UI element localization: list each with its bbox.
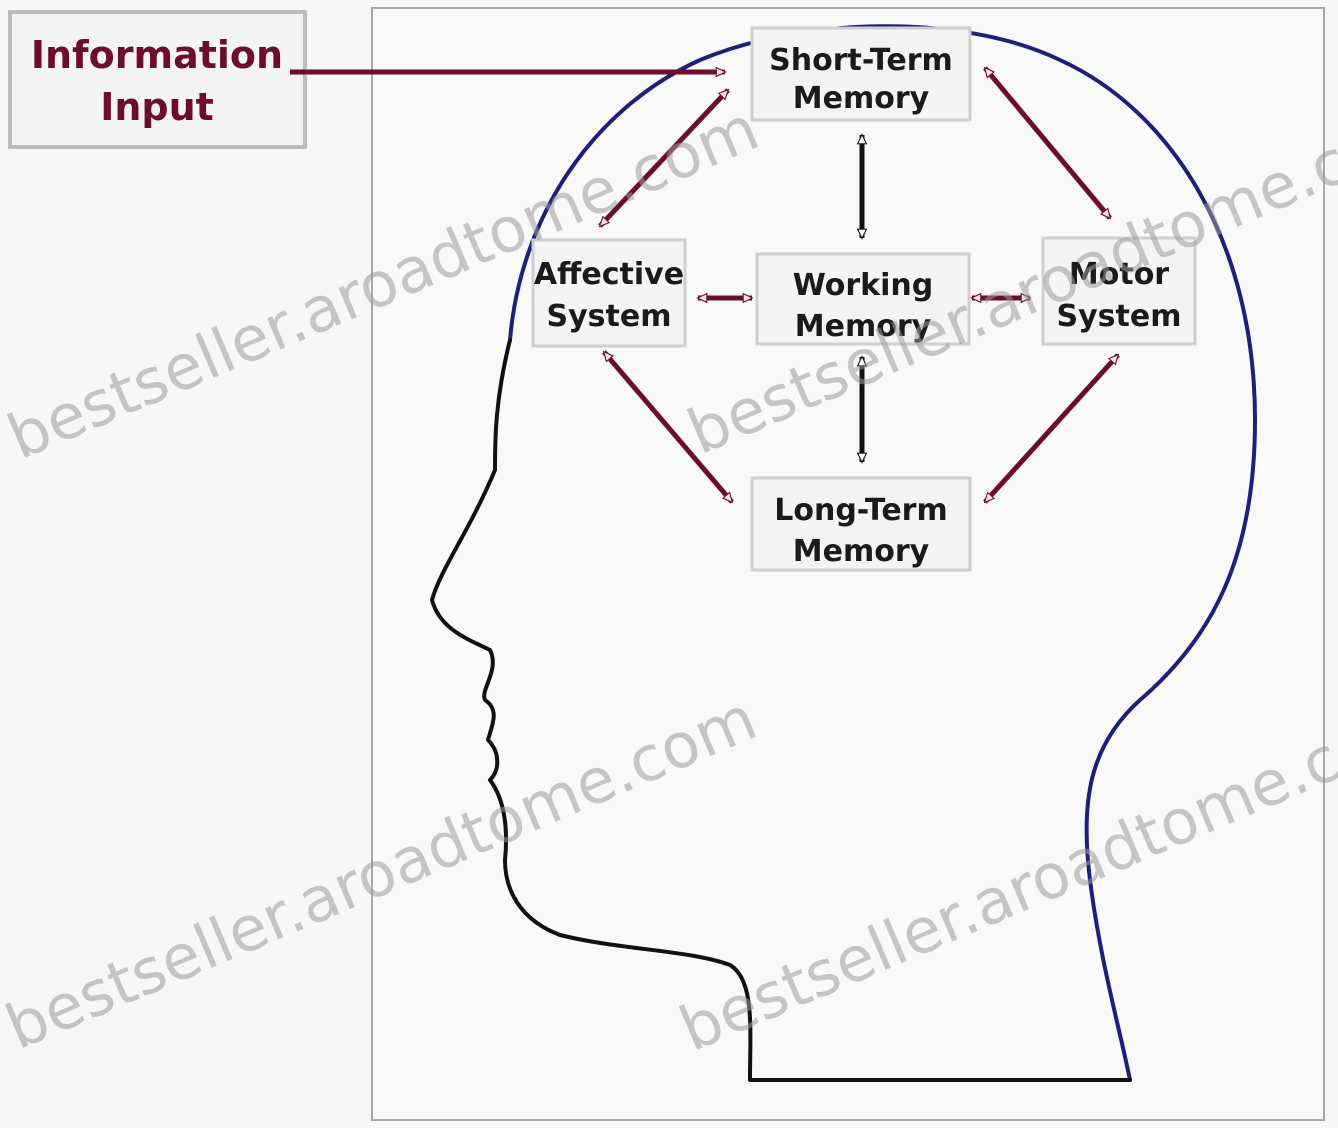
node-short-term-memory-line2: Memory — [793, 81, 930, 116]
node-long-term-memory-line2: Memory — [793, 534, 930, 569]
node-affective-system-line1: Affective — [534, 257, 684, 292]
node-affective-system-line2: System — [547, 299, 672, 334]
node-working-memory-line1: Working — [793, 268, 934, 303]
information-input-label-line1: Information — [31, 33, 283, 77]
node-short-term-memory: Short-Term Memory — [752, 28, 970, 120]
node-affective-system: Affective System — [533, 240, 685, 346]
node-long-term-memory-line1: Long-Term — [774, 493, 947, 528]
node-long-term-memory: Long-Term Memory — [752, 478, 970, 570]
information-input-label-line2: Input — [100, 85, 214, 129]
node-short-term-memory-line1: Short-Term — [769, 43, 953, 78]
